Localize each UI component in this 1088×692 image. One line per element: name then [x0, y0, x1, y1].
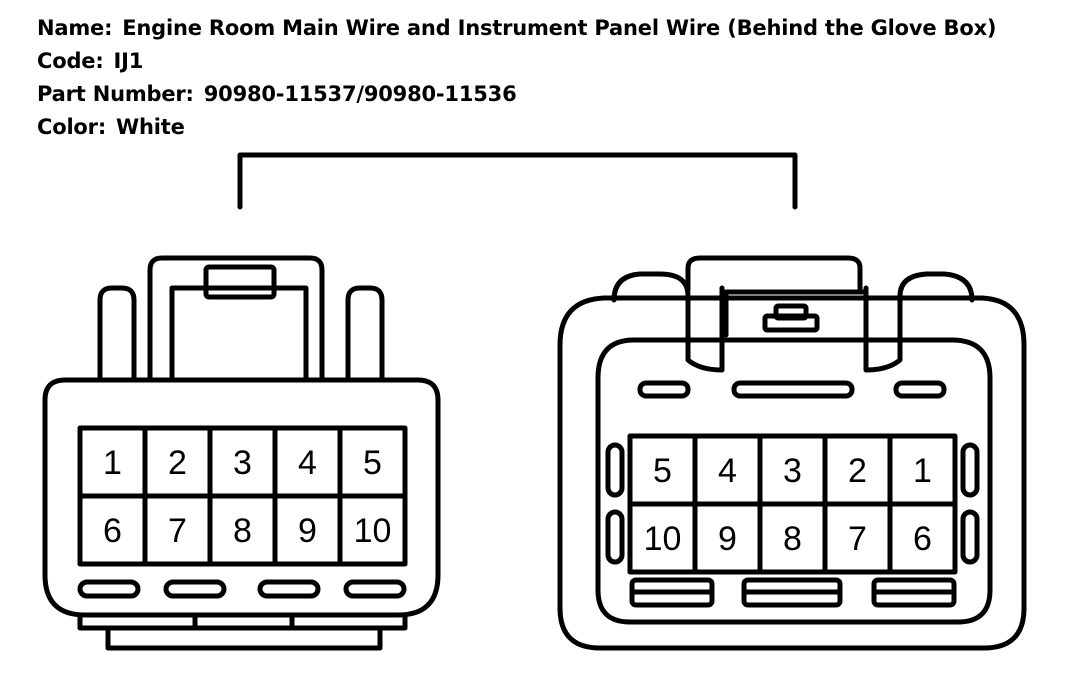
right-lock-tab-inner: [773, 303, 809, 321]
right-side-slot-right-1: [960, 442, 980, 498]
left-slot-4: [343, 579, 407, 599]
right-ear-left: [611, 271, 725, 373]
part-number-value: 90980-11537/90980-11536: [203, 82, 517, 106]
left-ear-left: [97, 285, 137, 383]
name-label: Name:: [37, 16, 113, 40]
color-value: White: [116, 115, 185, 139]
right-pin-number: 8: [783, 520, 802, 558]
right-connector: 5 4 3 2 1 10 9 8 7 6: [557, 255, 1027, 651]
left-pin-number: 6: [103, 512, 122, 550]
right-side-slot-left-2: [605, 509, 625, 565]
code-line: Code: IJ1: [37, 45, 1077, 78]
right-side-slot-left-1: [605, 442, 625, 498]
part-number-line: Part Number: 90980-11537/90980-11536: [37, 78, 1077, 111]
left-body: [42, 377, 441, 618]
left-pin-number: 2: [168, 444, 187, 482]
right-pin-number: 4: [718, 452, 737, 490]
left-connector: 1 2 3 4 5 6 7 8 9 10: [42, 255, 441, 651]
right-side-slot-right-2: [960, 509, 980, 565]
left-pin-number: 8: [233, 512, 252, 550]
right-top-slot-2: [731, 380, 855, 399]
right-latch-housing: [685, 255, 863, 293]
left-latch-housing: [147, 255, 325, 383]
right-pin-grid: 5 4 3 2 1 10 9 8 7 6: [627, 433, 958, 575]
left-slot-3: [257, 579, 321, 599]
right-pin-number: 9: [718, 520, 737, 558]
left-pin-grid: 1 2 3 4 5 6 7 8 9 10: [77, 425, 408, 567]
name-value: Engine Room Main Wire and Instrument Pan…: [122, 16, 997, 40]
left-pin-number: 10: [354, 512, 392, 550]
right-body: [557, 295, 1027, 651]
left-pin-number: 3: [233, 444, 252, 482]
right-cavity: [887, 501, 958, 575]
right-inner-body: [595, 337, 993, 625]
name-line: Name: Engine Room Main Wire and Instrumen…: [37, 12, 1077, 45]
left-bottom-flange: [77, 612, 408, 631]
part-number-label: Part Number:: [37, 82, 194, 106]
right-pin-number: 2: [848, 452, 867, 490]
right-pin-number: 7: [848, 520, 867, 558]
left-pin-number: 4: [298, 444, 317, 482]
right-pin-number: 10: [644, 520, 682, 558]
left-slot-2: [163, 579, 227, 599]
left-latch-inner: [169, 285, 309, 383]
left-pin-number: 1: [103, 444, 122, 482]
right-ear-right: [863, 271, 975, 373]
right-top-slot-3: [893, 380, 947, 399]
left-ear-right: [345, 285, 385, 383]
color-label: Color:: [37, 115, 107, 139]
left-pin-number: 5: [363, 444, 382, 482]
left-slot-1: [77, 579, 141, 599]
left-pin-number: 7: [168, 512, 187, 550]
mating-bracket: [237, 152, 798, 210]
left-cavity: [337, 493, 408, 567]
right-pin-number: 6: [913, 520, 932, 558]
right-pin-number: 3: [783, 452, 802, 490]
left-bottom-base: [105, 625, 383, 651]
color-line: Color: White: [37, 111, 1077, 144]
right-pin-number: 5: [653, 452, 672, 490]
code-value: IJ1: [113, 49, 144, 73]
connector-info: Name: Engine Room Main Wire and Instrumen…: [37, 12, 1077, 144]
code-label: Code:: [37, 49, 104, 73]
left-pin-number: 9: [298, 512, 317, 550]
right-pin-number: 1: [913, 452, 932, 490]
left-lock-tab: [203, 264, 277, 300]
right-top-slot-1: [637, 380, 691, 399]
